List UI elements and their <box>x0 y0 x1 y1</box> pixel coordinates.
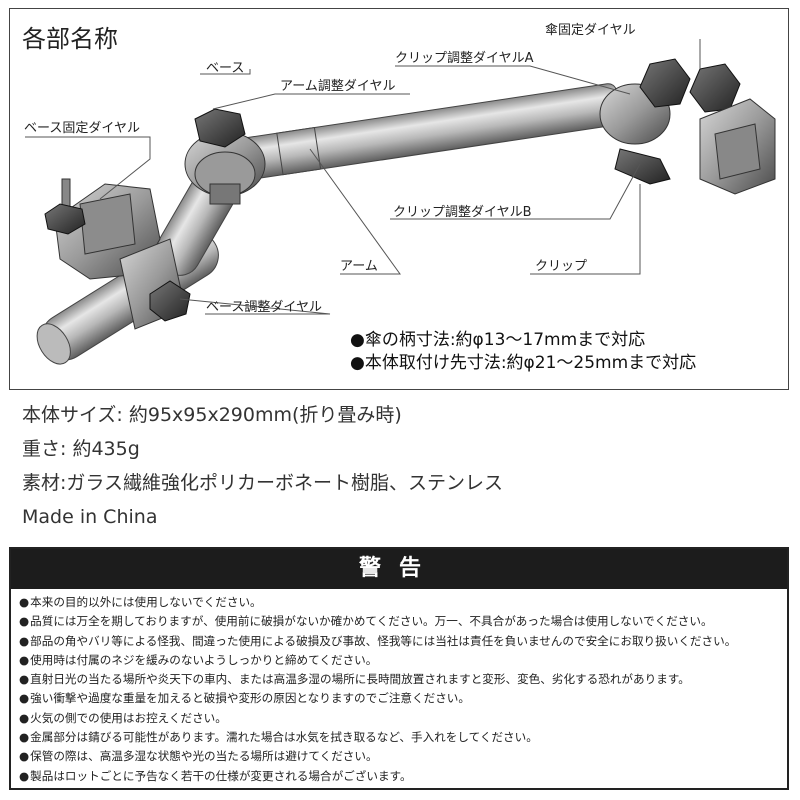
product-diagram <box>25 39 776 365</box>
label-umbrella-fix-dial: 傘固定ダイヤル <box>545 23 636 38</box>
warning-item: 火気の側での使用はお控えください。 <box>19 709 787 728</box>
spec-weight: 重さ: 約435g <box>22 438 140 460</box>
leader-lines <box>25 39 701 315</box>
compat-note-mount: ●本体取付け先寸法:約φ21〜25mmまで対応 <box>350 353 697 373</box>
spec-size: 本体サイズ: 約95x95x290mm(折り畳み時) <box>22 404 402 426</box>
label-base-fix-dial: ベース固定ダイヤル <box>24 121 140 136</box>
compat-note-umbrella: ●傘の柄寸法:約φ13〜17mmまで対応 <box>350 330 646 350</box>
section-title: 各部名称 <box>22 25 118 53</box>
label-clip-dial-a: クリップ調整ダイヤルA <box>395 51 534 66</box>
spec-material: 素材:ガラス繊維強化ポリカーボネート樹脂、ステンレス <box>22 472 504 494</box>
warning-item: 品質には万全を期しておりますが、使用前に破損がないか確かめてください。万一、不具… <box>19 612 787 631</box>
warning-item: 保管の際は、高温多湿な状態や光の当たる場所は避けてください。 <box>19 747 787 766</box>
warning-item: 金属部分は錆びる可能性があります。濡れた場合は水気を拭き取るなど、手入れをしてく… <box>19 728 787 747</box>
clip-assembly <box>599 58 776 195</box>
compatibility-notes: ●傘の柄寸法:約φ13〜17mmまで対応 ●本体取付け先寸法:約φ21〜25mm… <box>350 329 696 375</box>
label-clip-dial-b: クリップ調整ダイヤルB <box>393 205 532 220</box>
arm-tube <box>239 83 621 180</box>
warning-title: 警告 <box>11 549 787 589</box>
warning-item: 使用時は付属のネジを緩みのないようしっかりと締めてください。 <box>19 651 787 670</box>
base-clamp <box>44 178 191 330</box>
label-clip: クリップ <box>535 259 588 274</box>
label-arm-dial: アーム調整ダイヤル <box>280 79 396 94</box>
warning-item: 直射日光の当たる場所や炎天下の車内、または高温多湿の場所に長時間放置されますと変… <box>19 670 787 689</box>
warning-item: 製品はロットごとに予告なく若干の仕様が変更される場合がございます。 <box>19 767 787 786</box>
parts-diagram-panel: 各部名称 <box>9 8 789 390</box>
warning-box: 警告 本来の目的以外には使用しないでください。 品質には万全を期しておりますが、… <box>9 547 789 790</box>
label-arm: アーム <box>340 259 378 274</box>
spec-list: 本体サイズ: 約95x95x290mm(折り畳み時) 重さ: 約435g 素材:… <box>22 398 503 534</box>
warning-item: 部品の角やバリ等による怪我、間違った使用による破損及び事故、怪我等には当社は責任… <box>19 632 787 651</box>
spec-origin: Made in China <box>22 506 158 528</box>
warning-list: 本来の目的以外には使用しないでください。 品質には万全を期しておりますが、使用前… <box>11 589 787 786</box>
label-base: ベース <box>206 61 245 76</box>
warning-item: 本来の目的以外には使用しないでください。 <box>19 593 787 612</box>
warning-item: 強い衝撃や過度な重量を加えると破損や変形の原因となりますのでご注意ください。 <box>19 689 787 708</box>
label-base-adjust-dial: ベース調整ダイヤル <box>206 300 322 315</box>
